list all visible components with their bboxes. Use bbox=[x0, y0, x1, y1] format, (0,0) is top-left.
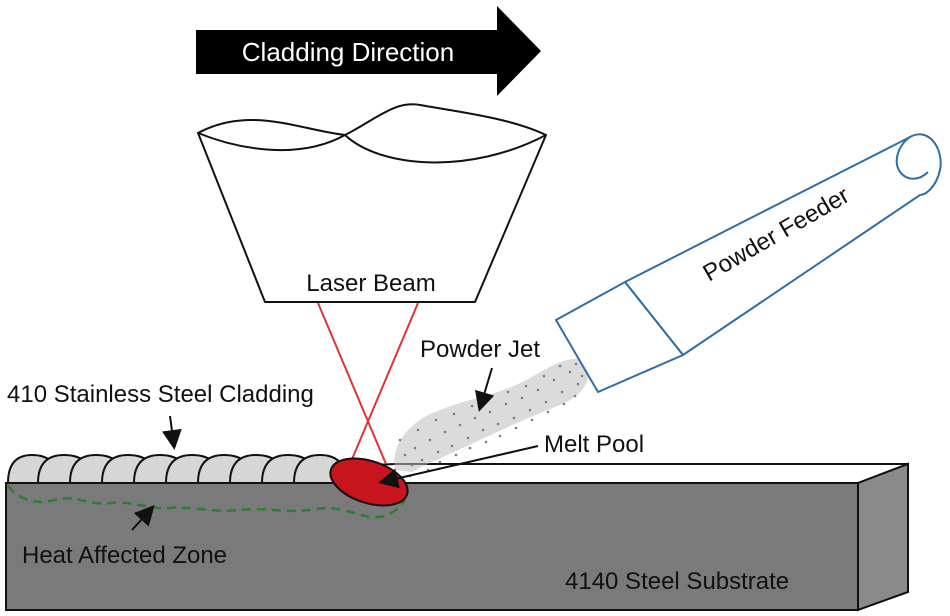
powder-feeder: Powder Feeder bbox=[554, 133, 942, 394]
melt-pool-label: Melt Pool bbox=[544, 431, 644, 458]
heat-affected-zone-label: Heat Affected Zone bbox=[22, 542, 227, 569]
laser-beam-label: Laser Beam bbox=[306, 270, 435, 297]
laser-rays bbox=[317, 302, 419, 465]
pointer-arrows bbox=[131, 367, 539, 531]
cladding-direction-label: Cladding Direction bbox=[242, 37, 454, 67]
cladding-pointer bbox=[161, 415, 182, 450]
powder-jet-pointer bbox=[475, 367, 495, 412]
substrate-side-face bbox=[857, 462, 909, 612]
haz-pointer bbox=[131, 505, 155, 531]
substrate-front-face bbox=[5, 482, 859, 611]
powder-jet-label: Powder Jet bbox=[420, 336, 540, 363]
cladding-label: 410 Stainless Steel Cladding bbox=[7, 381, 314, 408]
substrate-label: 4140 Steel Substrate bbox=[565, 568, 789, 595]
cladding-direction-arrow: Cladding Direction bbox=[196, 6, 541, 96]
powder-jet-cloud bbox=[394, 358, 589, 478]
laser-head: Laser Beam bbox=[196, 103, 548, 303]
cladding-beads bbox=[6, 453, 348, 484]
melt-pool-pointer bbox=[378, 445, 539, 489]
steel-substrate: 4140 Steel Substrate bbox=[5, 462, 909, 612]
